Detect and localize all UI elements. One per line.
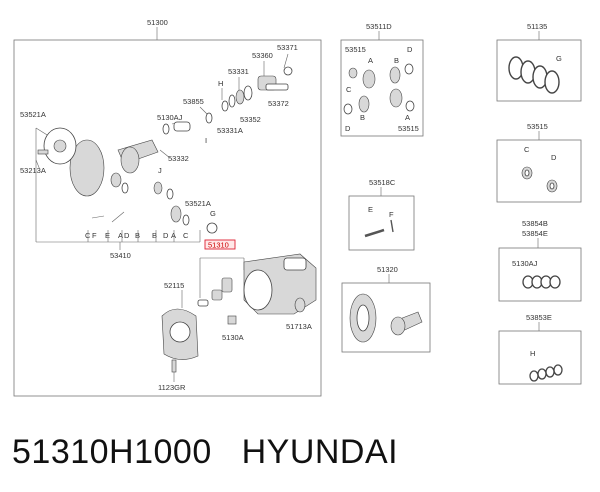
kit-53518c-title: 53518C [369, 178, 396, 187]
label-53371: 53371 [277, 43, 298, 52]
label-1123gr: 1123GR [158, 383, 186, 392]
svg-text:B: B [135, 231, 140, 240]
svg-text:D: D [407, 45, 413, 54]
svg-text:H: H [530, 349, 535, 358]
part-caption: 51310H1000 HYUNDAI [12, 430, 398, 474]
kit-53853e-title: 53853E [526, 313, 552, 322]
svg-text:5130AJ: 5130AJ [512, 259, 538, 268]
label-5130aj: 5130AJ [157, 113, 183, 122]
svg-text:B: B [360, 113, 365, 122]
svg-text:D: D [124, 231, 130, 240]
kit-53515-title: 53515 [527, 122, 548, 131]
differential-letter-row: C F E A D B B D A C [85, 231, 189, 240]
kit-53854-rings [522, 275, 561, 289]
svg-text:A: A [118, 231, 123, 240]
kit-53518c-parts [364, 219, 394, 238]
kit-53511d-title: 53511D [366, 22, 392, 31]
label-5130a: 5130A [222, 333, 244, 342]
svg-text:D: D [551, 153, 557, 162]
svg-text:A: A [368, 56, 373, 65]
bolt [227, 315, 237, 325]
kit-51320-frame [341, 282, 431, 353]
label-53372: 53372 [268, 99, 289, 108]
svg-text:B: B [152, 231, 157, 240]
svg-text:E: E [105, 231, 110, 240]
brand-name: HYUNDAI [241, 433, 399, 471]
label-53855: 53855 [183, 97, 204, 106]
svg-text:D: D [163, 231, 169, 240]
label-52115: 52115 [164, 281, 184, 290]
label-53331: 53331 [228, 67, 249, 76]
label-g: G [210, 209, 216, 218]
svg-text:53515: 53515 [398, 124, 419, 133]
label-53352: 53352 [240, 115, 261, 124]
svg-text:F: F [92, 231, 97, 240]
part-number: 51310H1000 [12, 433, 212, 471]
kit-53511d-parts [343, 63, 415, 115]
highlighted-part-51310[interactable] [204, 239, 236, 250]
label-51310: 51310 [208, 241, 229, 250]
label-51713a: 51713A [286, 322, 312, 331]
kit-53854-frame [498, 247, 582, 302]
differential-case [37, 127, 105, 197]
kit-53853e-frame [498, 330, 582, 385]
kit-51135-title: 51135 [527, 22, 547, 31]
kit-53511d-frame [340, 39, 424, 137]
svg-text:C: C [346, 85, 352, 94]
kit-51320-title: 51320 [377, 265, 398, 274]
kit-53518c-frame [348, 195, 415, 251]
parts-diagram: 51300 53371 53360 53331 H 53372 53855 51… [13, 18, 582, 397]
kit-53515-washers [521, 166, 558, 193]
label-53332: 53332 [168, 154, 189, 163]
label-h: H [218, 79, 223, 88]
kit-51135-rings [508, 56, 560, 94]
kit-53515-frame [496, 139, 582, 203]
group-number: 51300 [147, 18, 168, 27]
differential-cover [161, 308, 199, 373]
pinion-shaft-parts [117, 66, 293, 174]
kit-53854e-title: 53854E [522, 229, 548, 238]
svg-text:C: C [183, 231, 189, 240]
kit-51135-frame [496, 39, 582, 102]
label-i: I [205, 136, 207, 145]
svg-text:B: B [394, 56, 399, 65]
carrier-housing [197, 253, 317, 315]
label-53410: 53410 [110, 251, 131, 260]
svg-text:A: A [405, 113, 410, 122]
label-j: J [158, 166, 162, 175]
label-53331a: 53331A [217, 126, 243, 135]
svg-text:D: D [345, 124, 351, 133]
label-53521a-mid: 53521A [185, 199, 211, 208]
svg-text:C: C [524, 145, 530, 154]
svg-text:E: E [368, 205, 373, 214]
kit-53853e-rings [529, 364, 563, 382]
svg-text:G: G [556, 54, 562, 63]
differential-gears [91, 172, 218, 234]
svg-text:A: A [171, 231, 176, 240]
label-53213a: 53213A [20, 166, 46, 175]
label-53360: 53360 [252, 51, 273, 60]
svg-text:F: F [389, 210, 394, 219]
label-53521a-top: 53521A [20, 110, 46, 119]
kit-53854b-title: 53854B [522, 219, 548, 228]
kit-51320-gearset [349, 293, 423, 343]
svg-text:53515: 53515 [345, 45, 366, 54]
main-assembly-frame [13, 39, 322, 397]
